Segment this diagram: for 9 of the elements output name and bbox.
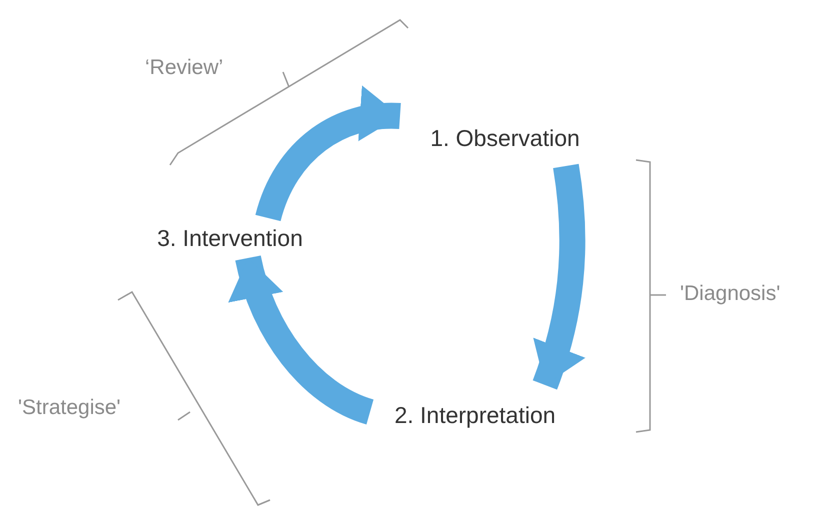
curved-arrow <box>532 164 586 390</box>
phase-label: 'Strategise' <box>18 396 121 420</box>
curved-arrow <box>230 255 374 424</box>
step-label: 1. Observation <box>430 124 580 152</box>
curved-arrow <box>256 88 400 222</box>
step-label: 3. Intervention <box>157 224 303 252</box>
phase-label: ‘Review’ <box>145 56 224 80</box>
phase-label: 'Diagnosis' <box>680 282 780 306</box>
step-label: 2. Interpretation <box>394 402 556 428</box>
